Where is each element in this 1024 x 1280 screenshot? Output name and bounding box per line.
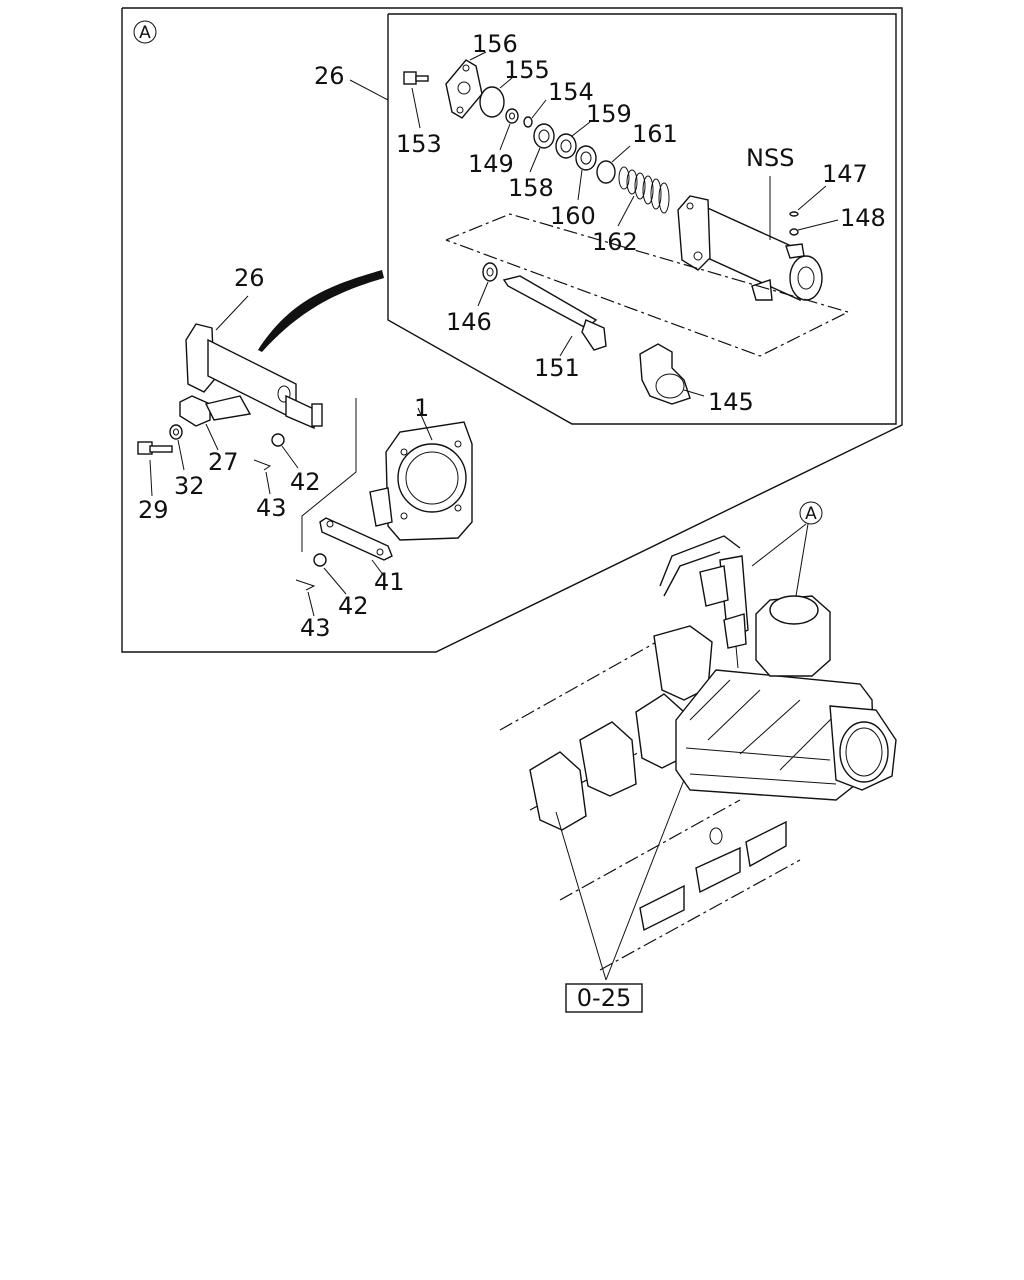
label-148: 148 — [840, 204, 886, 232]
label-29: 29 — [138, 496, 169, 524]
part-41-link — [319, 517, 393, 577]
part-42-upper — [271, 433, 299, 469]
label-1: 1 — [414, 394, 429, 422]
detail-frame — [121, 7, 903, 653]
part-42-lower — [313, 553, 347, 595]
centerline — [445, 213, 850, 357]
part-26-cylinder-assembly — [185, 295, 323, 430]
part-161-ring — [596, 145, 631, 184]
part-nss-cylinder — [677, 176, 823, 302]
label-42-upper: 42 — [290, 468, 321, 496]
label-151: 151 — [534, 354, 580, 382]
part-labels: 26 153 156 155 154 159 161 149 158 160 1… — [138, 30, 886, 642]
reference-label: 0-25 — [577, 984, 631, 1012]
part-29-bolt — [137, 441, 173, 497]
label-155: 155 — [504, 56, 550, 84]
part-154 — [523, 99, 547, 128]
part-147 — [789, 185, 827, 217]
engine-manifold — [499, 535, 897, 971]
label-146: 146 — [446, 308, 492, 336]
detail-marker-engine: A — [799, 501, 823, 525]
label-43-upper: 43 — [256, 494, 287, 522]
label-26-top: 26 — [314, 62, 345, 90]
exploded-frame — [387, 13, 897, 425]
callout-swoosh — [258, 270, 384, 352]
detail-marker-engine-text: A — [805, 504, 817, 524]
part-159-seal — [555, 121, 591, 159]
label-43-lower: 43 — [300, 614, 331, 642]
part-151-rod — [502, 275, 607, 357]
detail-marker-top: A — [133, 20, 157, 44]
label-nss: NSS — [746, 144, 794, 172]
part-148 — [789, 219, 839, 236]
part-1-throttle-body — [369, 407, 473, 541]
label-145: 145 — [708, 388, 754, 416]
label-162: 162 — [592, 228, 638, 256]
label-161: 161 — [632, 120, 678, 148]
label-158: 158 — [508, 174, 554, 202]
part-146-washer — [477, 262, 498, 307]
label-156: 156 — [472, 30, 518, 58]
label-41: 41 — [374, 568, 405, 596]
label-147: 147 — [822, 160, 868, 188]
label-153: 153 — [396, 130, 442, 158]
part-162-spring — [617, 166, 670, 227]
part-158-washer — [529, 123, 555, 173]
part-145-clamp — [639, 343, 705, 405]
part-43-lower — [295, 579, 316, 617]
detail-marker-top-text: A — [139, 23, 151, 43]
leader-lines — [349, 79, 809, 981]
label-26-left: 26 — [234, 264, 265, 292]
part-153-bolt — [403, 71, 429, 129]
label-154: 154 — [548, 78, 594, 106]
part-43-upper — [253, 459, 272, 495]
bracket-outline — [301, 398, 357, 552]
part-149 — [499, 108, 519, 151]
part-32-washer — [169, 424, 185, 471]
label-42-lower: 42 — [338, 592, 369, 620]
label-27: 27 — [208, 448, 239, 476]
label-160: 160 — [550, 202, 596, 230]
label-149: 149 — [468, 150, 514, 178]
label-32: 32 — [174, 472, 205, 500]
part-160-bushing — [575, 145, 597, 201]
label-159: 159 — [586, 100, 632, 128]
reference-box: 0-25 — [565, 983, 643, 1013]
part-27-bracket — [179, 395, 252, 451]
part-156-flange — [445, 51, 487, 119]
part-155-oring — [479, 77, 513, 118]
